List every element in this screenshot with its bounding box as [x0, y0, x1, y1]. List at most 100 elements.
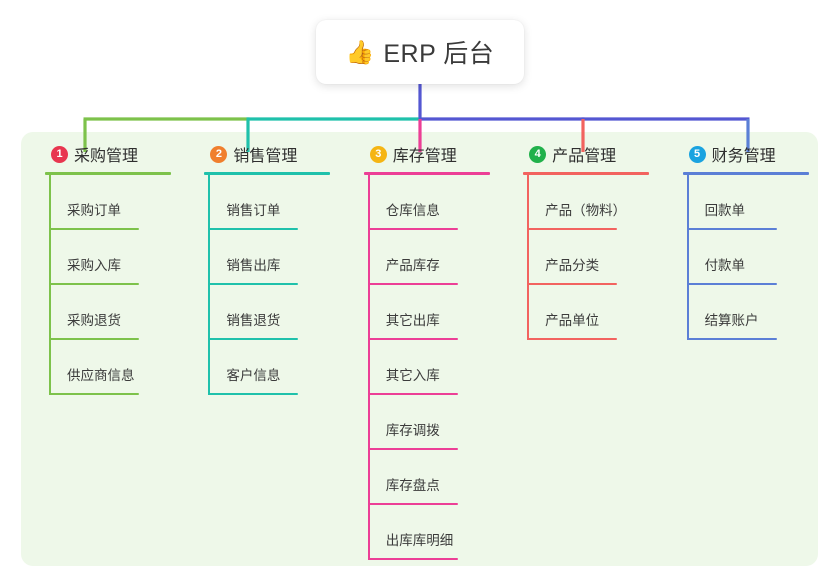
list-item-label: 库存盘点: [385, 478, 440, 493]
column-spine: [686, 175, 689, 340]
column-spine: [527, 175, 530, 340]
list-item[interactable]: 采购退货: [49, 285, 180, 340]
column-items: 采购订单采购入库采购退货供应商信息: [49, 175, 180, 395]
list-item-label: 仓库信息: [385, 203, 440, 218]
list-item-underline: [686, 338, 777, 340]
list-item-underline: [367, 338, 458, 340]
list-item[interactable]: 客户信息: [208, 340, 339, 395]
list-item-label: 采购退货: [67, 313, 121, 328]
column-title: 销售管理: [233, 148, 298, 165]
list-item[interactable]: 结算账户: [686, 285, 818, 340]
column-badge-number: 2: [210, 145, 228, 163]
list-item-label: 销售订单: [226, 203, 281, 218]
list-item-label: 其它入库: [385, 368, 440, 383]
list-item-underline: [367, 393, 458, 395]
list-item-underline: [49, 228, 139, 230]
column-items: 仓库信息产品库存其它出库其它入库库存调拨库存盘点出库库明细: [367, 175, 499, 560]
list-item-label: 供应商信息: [67, 368, 135, 383]
list-item-underline: [686, 283, 777, 285]
list-item-label: 出库库明细: [385, 533, 454, 548]
list-item-underline: [208, 283, 299, 285]
column-header-财务管理[interactable]: 5 财务管理: [675, 132, 818, 168]
list-item[interactable]: 采购入库: [49, 230, 180, 285]
list-item-underline: [49, 338, 139, 340]
column-采购管理: 1 采购管理采购订单采购入库采购退货供应商信息: [21, 132, 180, 566]
list-item-underline: [367, 283, 458, 285]
list-item-label: 付款单: [704, 258, 746, 273]
list-item-label: 采购订单: [67, 203, 121, 218]
list-item-underline: [49, 393, 139, 395]
list-item[interactable]: 其它入库: [367, 340, 499, 395]
list-item[interactable]: 销售出库: [208, 230, 339, 285]
list-item-underline: [527, 338, 618, 340]
list-item[interactable]: 付款单: [686, 230, 818, 285]
list-item-label: 回款单: [704, 203, 746, 218]
column-header-underline: [45, 172, 171, 175]
list-item-label: 客户信息: [226, 368, 281, 383]
column-title: 采购管理: [74, 148, 139, 165]
list-item-label: 产品单位: [545, 313, 600, 328]
list-item-label: 产品（物料）: [545, 203, 627, 218]
list-item[interactable]: 销售订单: [208, 175, 339, 230]
list-item[interactable]: 仓库信息: [367, 175, 499, 230]
column-badge-number: 3: [369, 145, 387, 163]
list-item[interactable]: 出库库明细: [367, 505, 499, 560]
list-item[interactable]: 回款单: [686, 175, 818, 230]
column-badge-number: 5: [688, 145, 706, 163]
column-container: 1 采购管理采购订单采购入库采购退货供应商信息 2 销售管理销售订单销售出库销售退货客…: [21, 132, 818, 566]
list-item-label: 产品库存: [385, 258, 440, 273]
list-item-underline: [367, 503, 458, 505]
list-item-label: 销售退货: [226, 313, 281, 328]
thumbs-up-icon: 👍: [345, 38, 375, 65]
list-item-label: 销售出库: [226, 258, 281, 273]
column-spine: [367, 175, 370, 560]
list-item-label: 产品分类: [545, 258, 600, 273]
column-badge-number: 1: [51, 145, 68, 163]
column-spine: [49, 175, 51, 395]
list-item[interactable]: 产品分类: [527, 230, 658, 285]
column-items: 回款单付款单结算账户: [686, 175, 818, 340]
list-item[interactable]: 库存盘点: [367, 450, 499, 505]
list-item-label: 结算账户: [704, 313, 759, 328]
column-header-采购管理[interactable]: 1 采购管理: [37, 132, 180, 168]
list-item-underline: [686, 228, 777, 230]
list-item-label: 采购入库: [67, 258, 121, 273]
root-node-title: ERP 后台: [383, 40, 495, 68]
column-title: 库存管理: [392, 148, 457, 165]
list-item-underline: [527, 228, 618, 230]
list-item-underline: [367, 448, 458, 450]
column-header-underline: [204, 172, 331, 175]
list-item[interactable]: 其它出库: [367, 285, 499, 340]
column-header-underline: [363, 172, 490, 175]
column-销售管理: 2 销售管理销售订单销售出库销售退货客户信息: [180, 132, 339, 566]
diagram-background-panel: [21, 132, 818, 566]
list-item[interactable]: 库存调拨: [367, 395, 499, 450]
column-badge-number: 4: [529, 145, 547, 163]
column-header-underline: [682, 172, 809, 175]
column-spine: [208, 175, 211, 395]
column-header-销售管理[interactable]: 2 销售管理: [196, 132, 339, 168]
list-item[interactable]: 销售退货: [208, 285, 339, 340]
column-items: 产品（物料） 产品分类产品单位: [527, 175, 658, 340]
list-item-underline: [208, 228, 299, 230]
column-库存管理: 3 库存管理仓库信息产品库存其它出库其它入库库存调拨库存盘点出库库明细: [340, 132, 499, 566]
list-item[interactable]: 采购订单: [49, 175, 180, 230]
list-item-label: 库存调拨: [385, 423, 440, 438]
column-header-产品管理[interactable]: 4 产品管理: [515, 132, 658, 168]
list-item-underline: [367, 228, 458, 230]
list-item-underline: [208, 338, 299, 340]
column-title: 产品管理: [552, 148, 617, 165]
list-item[interactable]: 产品（物料）: [527, 175, 658, 230]
column-财务管理: 5 财务管理回款单付款单结算账户: [659, 132, 818, 566]
column-产品管理: 4 产品管理产品（物料） 产品分类产品单位: [499, 132, 658, 566]
column-header-库存管理[interactable]: 3 库存管理: [356, 132, 499, 168]
column-items: 销售订单销售出库销售退货客户信息: [208, 175, 339, 395]
list-item[interactable]: 产品库存: [367, 230, 499, 285]
column-title: 财务管理: [711, 148, 776, 165]
list-item-underline: [49, 283, 139, 285]
column-header-underline: [523, 172, 650, 175]
list-item[interactable]: 产品单位: [527, 285, 658, 340]
root-node-erp-backend[interactable]: 👍 ERP 后台: [316, 20, 524, 84]
list-item-underline: [367, 558, 458, 560]
list-item[interactable]: 供应商信息: [49, 340, 180, 395]
